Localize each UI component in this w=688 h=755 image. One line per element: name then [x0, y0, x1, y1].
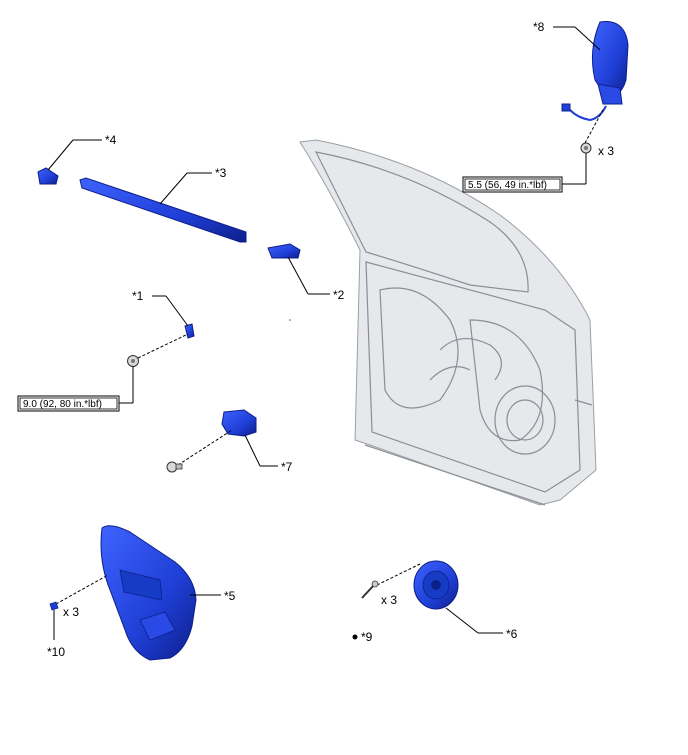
outer-mirror-part: [561, 20, 629, 122]
clip-icon: [49, 601, 59, 611]
bracket-torque-box: [17, 395, 120, 412]
part-4-clip: [37, 167, 59, 185]
module-bolt-icon: [166, 461, 183, 473]
part-3-weatherstrip: [79, 177, 247, 243]
bracket-nut-icon: [127, 355, 139, 367]
label-part-5: *5: [224, 589, 236, 603]
part-7-module: [221, 409, 257, 437]
label-part-7: *7: [281, 460, 293, 474]
part-2-cover: [267, 243, 301, 259]
mirror-torque-box: [462, 176, 563, 193]
label-part-10: *10: [47, 645, 65, 659]
part-1-bracket: [184, 323, 195, 339]
mirror-nut-icon: [580, 142, 592, 154]
part-5-service-hole-cover: [100, 525, 197, 661]
clip-qty: x 3: [63, 605, 79, 619]
speaker-screw-icon: [361, 580, 379, 599]
front-door-panel: [299, 139, 597, 506]
part-6-speaker: [413, 560, 459, 610]
label-part-3: *3: [215, 166, 227, 180]
mirror-torque-value: 5.5 (56, 49 in.*lbf): [468, 180, 547, 191]
label-part-8: *8: [533, 20, 545, 34]
label-part-2: *2: [333, 288, 345, 302]
mirror-nut-qty: x 3: [598, 144, 614, 158]
label-part-9: *9: [361, 630, 373, 644]
speaker-screw-qty: x 3: [381, 593, 397, 607]
part-9-marker-dot: [352, 634, 358, 640]
label-part-1: *1: [132, 289, 144, 303]
label-part-6: *6: [506, 627, 518, 641]
bracket-torque-value: 9.0 (92, 80 in.*lbf): [23, 399, 102, 410]
label-part-4: *4: [105, 133, 117, 147]
